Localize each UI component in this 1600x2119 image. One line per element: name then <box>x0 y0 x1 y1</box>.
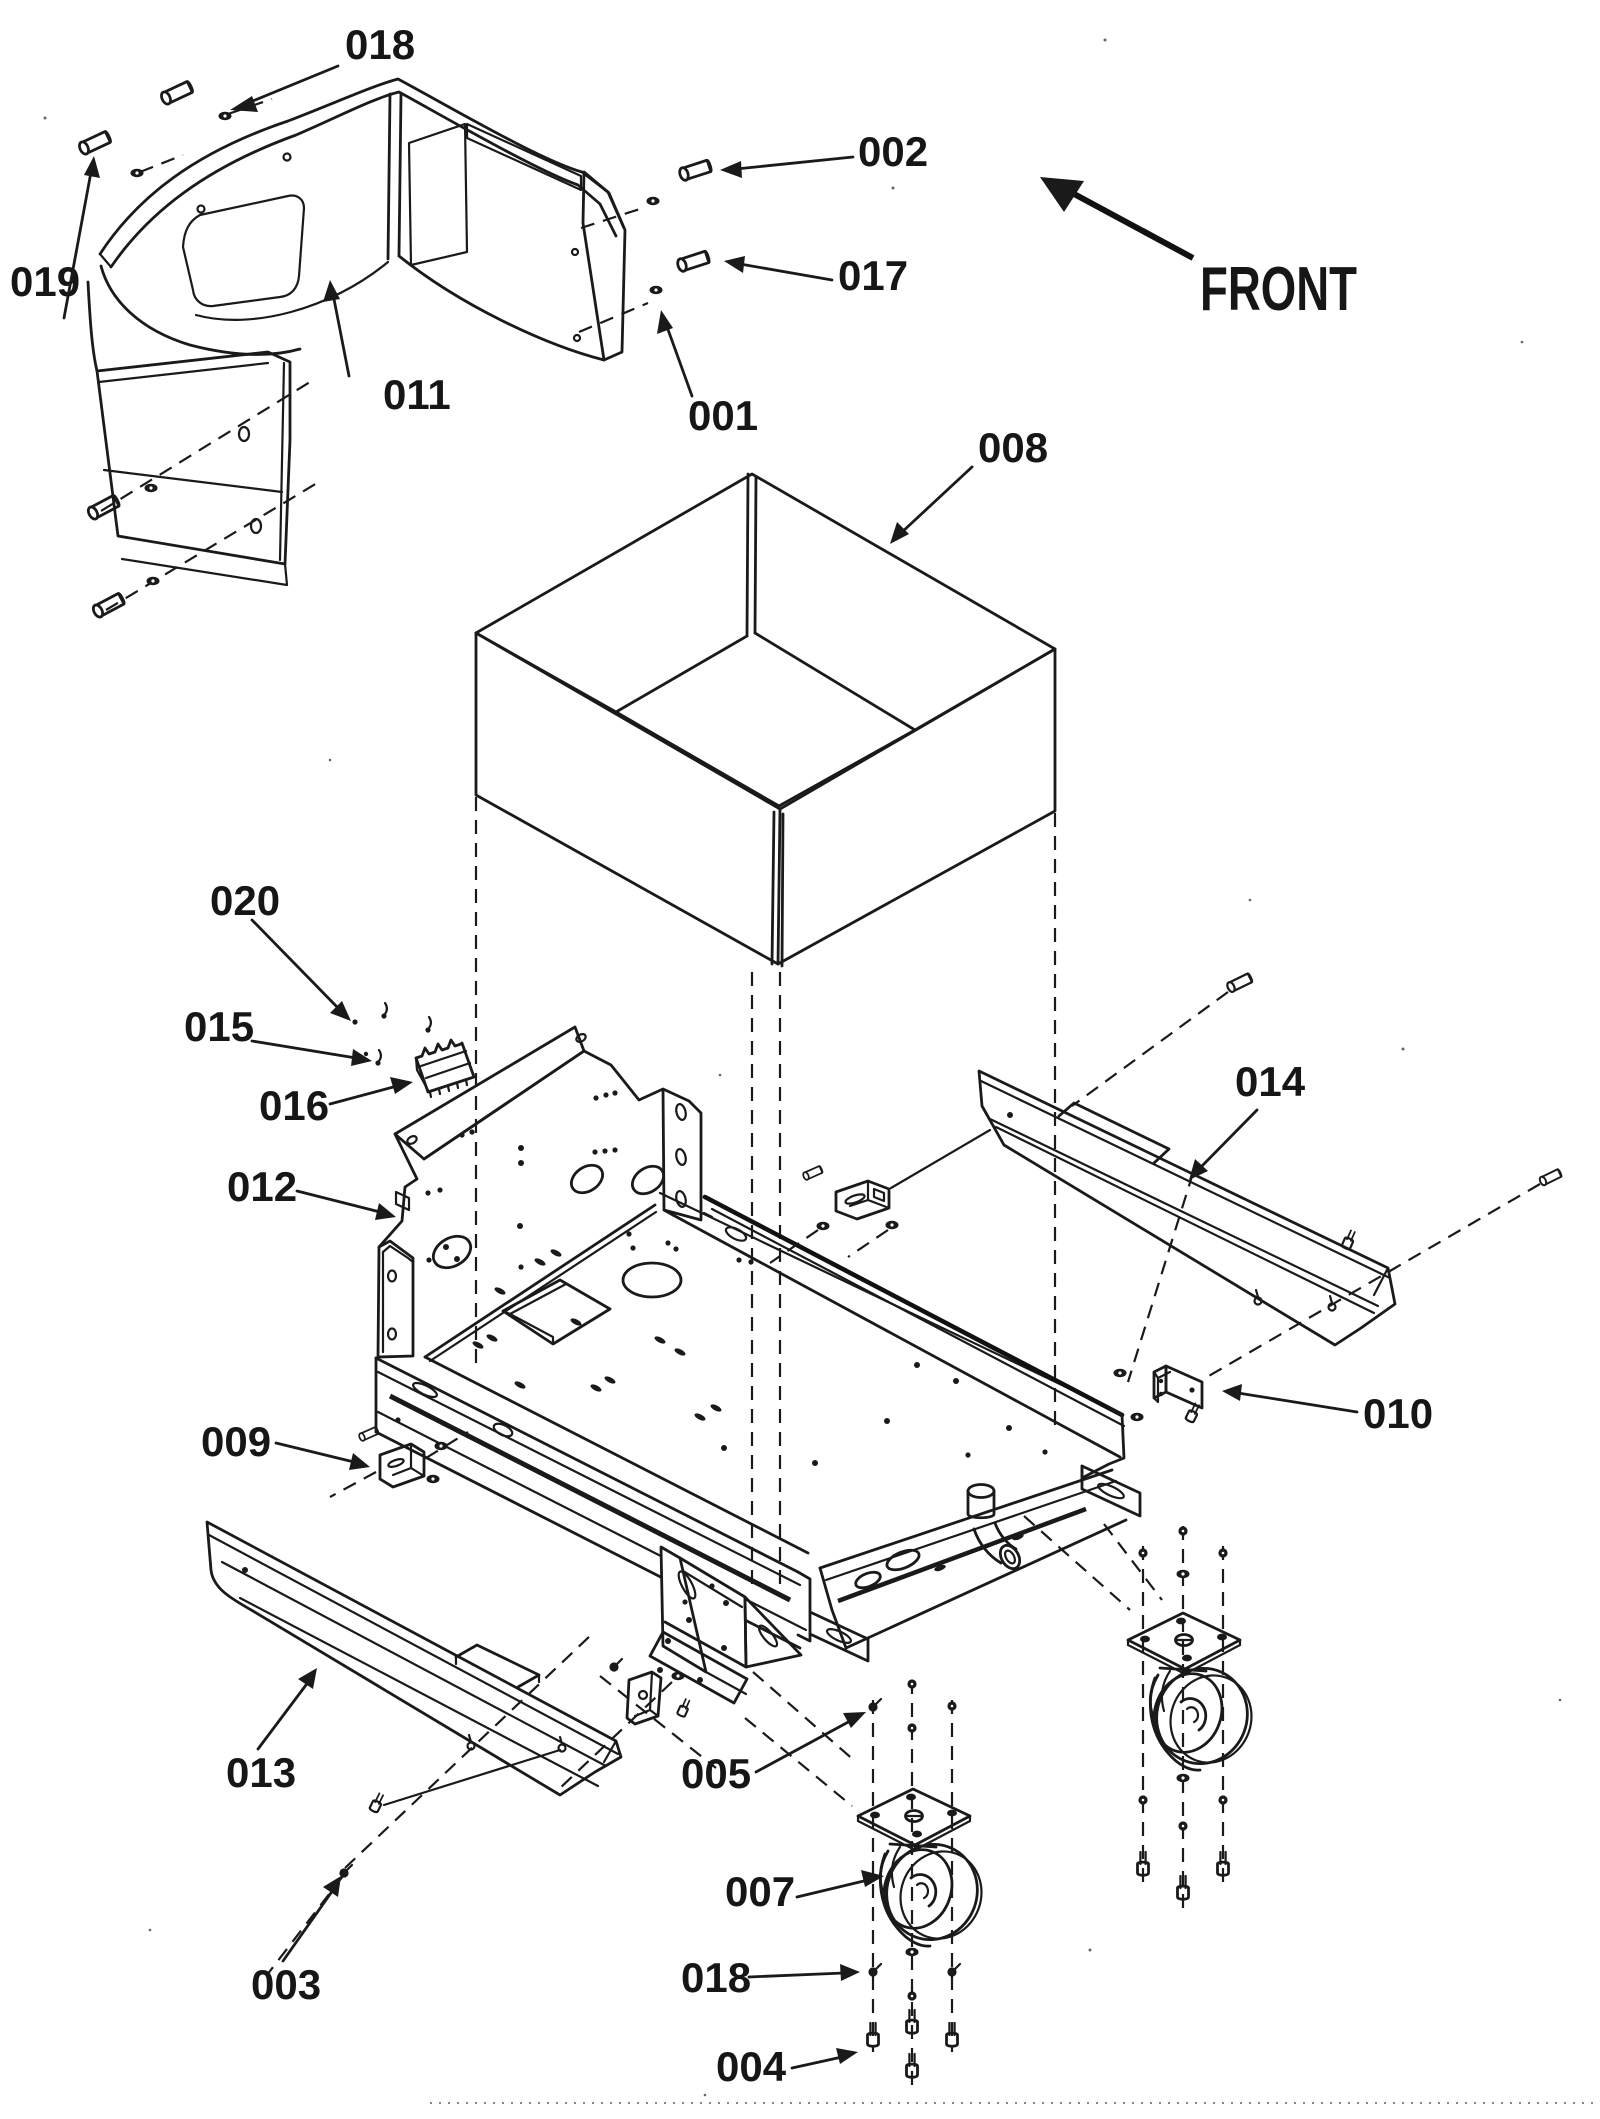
svg-text:005: 005 <box>681 1750 751 1797</box>
svg-text:002: 002 <box>858 128 928 175</box>
svg-text:017: 017 <box>838 252 908 299</box>
svg-text:012: 012 <box>227 1163 297 1210</box>
svg-text:003: 003 <box>251 1961 321 2008</box>
svg-text:018: 018 <box>681 1954 751 2001</box>
svg-text:007: 007 <box>725 1868 795 1915</box>
svg-text:015: 015 <box>184 1003 254 1050</box>
svg-text:014: 014 <box>1235 1058 1306 1105</box>
svg-text:008: 008 <box>978 424 1048 471</box>
svg-text:FRONT: FRONT <box>1200 255 1357 324</box>
svg-text:013: 013 <box>226 1749 296 1796</box>
svg-text:010: 010 <box>1363 1390 1433 1437</box>
svg-text:004: 004 <box>716 2043 787 2090</box>
svg-text:018: 018 <box>345 21 415 68</box>
svg-text:009: 009 <box>201 1418 271 1465</box>
svg-text:011: 011 <box>383 371 451 418</box>
svg-text:016: 016 <box>259 1082 329 1129</box>
svg-text:020: 020 <box>210 877 280 924</box>
svg-text:001: 001 <box>688 392 758 439</box>
